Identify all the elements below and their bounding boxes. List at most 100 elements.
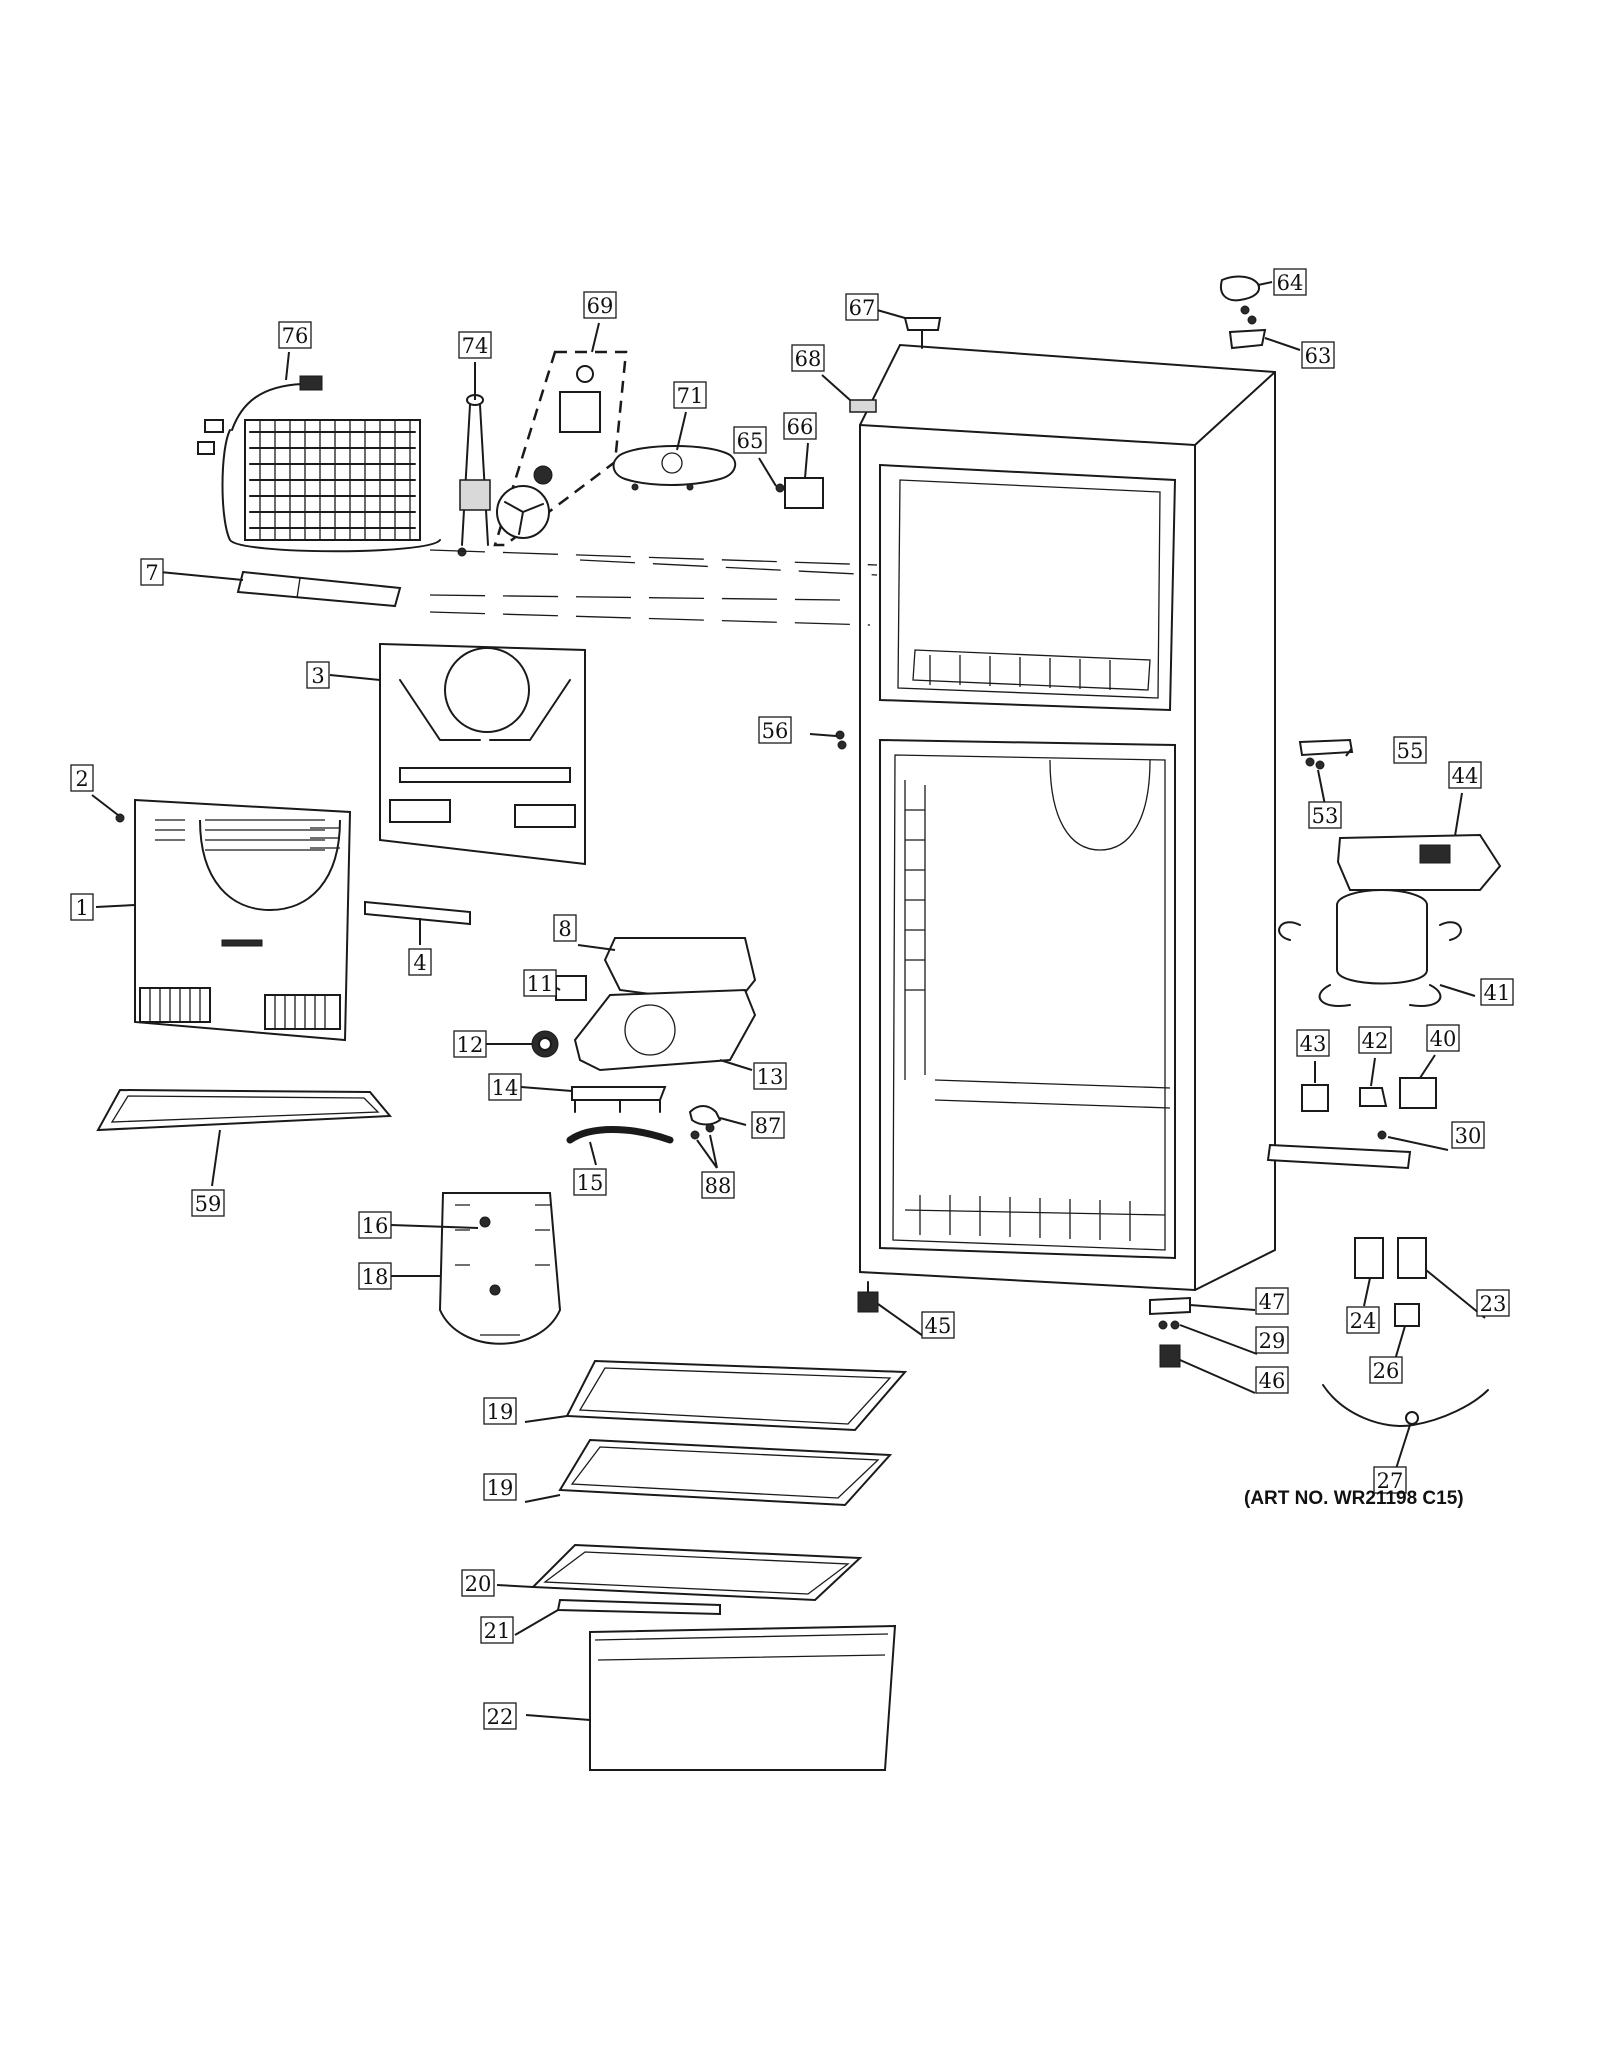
callout-number: 19: [487, 1476, 514, 1500]
callout-box: [1393, 736, 1427, 764]
callout-number: 41: [1484, 981, 1511, 1005]
callout-number: 19: [487, 1400, 514, 1424]
callout-number: 2: [75, 767, 88, 791]
crisper-drawer-part: [589, 1624, 897, 1771]
bracket-bar-part: [364, 900, 471, 926]
freezer-shelf-part: [96, 1088, 393, 1132]
defrost-probe-part: [457, 394, 491, 557]
callout-box: [845, 293, 879, 321]
art-number-label: (ART NO. WR21198 C15): [1244, 1488, 1464, 1509]
callout-3: 3: [306, 661, 330, 689]
callout-66: 66: [783, 412, 817, 440]
callout-number: 13: [757, 1065, 784, 1089]
callout-87: 87: [751, 1111, 785, 1139]
fresh-shelf-lower-part: [558, 1438, 893, 1507]
cover-strip-part: [236, 570, 402, 608]
callout-number: 63: [1305, 344, 1332, 368]
callout-number: 47: [1259, 1290, 1286, 1314]
callout-18: 18: [358, 1262, 392, 1290]
callout-14: 14: [488, 1073, 522, 1101]
callout-box: [483, 1702, 517, 1730]
callout-number: 69: [587, 294, 614, 318]
callout-number: 40: [1430, 1027, 1457, 1051]
callout-19a: 19: [483, 1397, 517, 1425]
callout-64: 64: [1273, 268, 1307, 296]
callout-box: [921, 1311, 955, 1339]
callout-box: [488, 1073, 522, 1101]
callout-16: 16: [358, 1211, 392, 1239]
callout-53: 53: [1308, 801, 1342, 829]
callout-number: 55: [1397, 739, 1424, 763]
callout-number: 12: [457, 1033, 484, 1057]
callout-number: 18: [362, 1265, 389, 1289]
heater-coil-part: [566, 1126, 674, 1144]
clip-part: [688, 1105, 722, 1140]
callout-71: 71: [673, 381, 707, 409]
callout-box: [791, 344, 825, 372]
compressor-tray-part: [1336, 833, 1502, 891]
callout-box: [1346, 1306, 1380, 1334]
callout-box: [1448, 761, 1482, 789]
callout-30: 30: [1451, 1121, 1485, 1149]
callout-box: [1255, 1287, 1289, 1315]
callout-68: 68: [791, 344, 825, 372]
callout-27: 27: [1373, 1466, 1407, 1494]
callout-box: [480, 1616, 514, 1644]
light-socket-parts: [775, 477, 824, 509]
callout-number: 44: [1452, 764, 1479, 788]
callout-number: 30: [1455, 1124, 1482, 1148]
callout-29: 29: [1255, 1326, 1289, 1354]
callout-number: 14: [492, 1076, 519, 1100]
callout-box: [140, 558, 164, 586]
callout-box: [1476, 1289, 1510, 1317]
callout-26: 26: [1369, 1356, 1403, 1384]
callout-59: 59: [191, 1189, 225, 1217]
callout-box: [1373, 1466, 1407, 1494]
callout-box: [553, 914, 577, 942]
callout-67: 67: [845, 293, 879, 321]
callout-63: 63: [1301, 341, 1335, 369]
callout-22: 22: [483, 1702, 517, 1730]
callout-box: [753, 1062, 787, 1090]
callout-box: [461, 1569, 495, 1597]
callout-box: [483, 1397, 517, 1425]
callout-13: 13: [753, 1062, 787, 1090]
callout-56: 56: [758, 716, 792, 744]
thermostat-part: [531, 975, 587, 1058]
fresh-shelf-upper-part: [565, 1359, 908, 1432]
callout-number: 20: [465, 1572, 492, 1596]
relay-overload-parts: [1301, 1077, 1437, 1112]
callout-box: [1255, 1366, 1289, 1394]
callout-number: 29: [1259, 1329, 1286, 1353]
callout-box: [701, 1171, 735, 1199]
callout-number: 4: [413, 951, 426, 975]
callout-1: 1: [70, 893, 94, 921]
callout-box: [358, 1211, 392, 1239]
callout-number: 27: [1377, 1469, 1404, 1493]
callout-box: [306, 661, 330, 689]
fan-bracket-part: [612, 445, 737, 491]
callout-88: 88: [701, 1171, 735, 1199]
harness-strip-part: [1266, 1130, 1412, 1170]
fan-assembly-part: [493, 350, 628, 547]
callout-number: 26: [1373, 1359, 1400, 1383]
refrigerator-cabinet-part: [859, 343, 1276, 1292]
callout-number: 24: [1350, 1309, 1377, 1333]
callout-43: 43: [1296, 1029, 1330, 1057]
callout-box: [1426, 1024, 1460, 1052]
callout-19b: 19: [483, 1473, 517, 1501]
callout-number: 43: [1300, 1032, 1327, 1056]
callout-box: [751, 1111, 785, 1139]
compressor-part: [1278, 889, 1462, 1007]
callout-number: 71: [677, 384, 704, 408]
callout-number: 88: [705, 1174, 732, 1198]
callout-15: 15: [573, 1168, 607, 1196]
callout-12: 12: [453, 1030, 487, 1058]
callout-box: [483, 1473, 517, 1501]
callout-2: 2: [70, 764, 94, 792]
callout-24: 24: [1346, 1306, 1380, 1334]
callout-box: [1358, 1026, 1392, 1054]
callout-box: [191, 1189, 225, 1217]
